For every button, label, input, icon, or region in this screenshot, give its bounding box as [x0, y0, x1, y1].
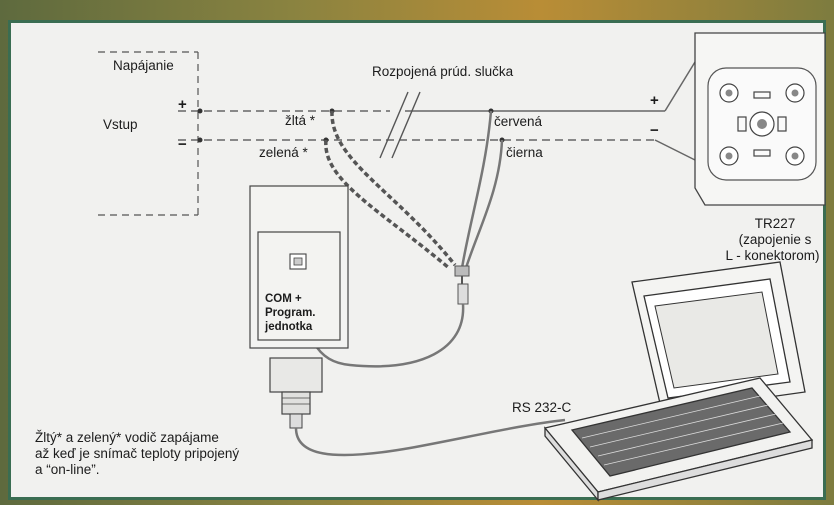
- junction-dots: [197, 108, 505, 143]
- rs232-label: RS 232-C: [512, 400, 572, 415]
- tr227-subtitle-line2: (zapojenie s: [738, 232, 812, 247]
- laptop-computer: [543, 261, 814, 502]
- loop-break-mark: [379, 91, 421, 159]
- wire-connector-plug: [454, 265, 470, 305]
- yellow-wire-label: žltá *: [285, 113, 316, 128]
- note-line1: Žltý* a zelený* vodič zapájame: [35, 430, 219, 445]
- tr227-title: TR227: [754, 216, 796, 231]
- red-wire-label: červená: [494, 114, 543, 129]
- rs232-cable: [294, 418, 566, 457]
- power-supply-box: [98, 51, 199, 216]
- loop-minus-sign: −: [650, 122, 659, 139]
- yellow-green-wires: [324, 110, 457, 270]
- tr227-subtitle-line3: L - konektorom): [725, 248, 820, 263]
- open-loop-label: Rozpojená prúd. slučka: [372, 64, 514, 79]
- loop-plus-sign: +: [650, 92, 659, 109]
- com-unit-label-line1: COM +: [265, 293, 302, 305]
- com-unit-label-line3: jednotka: [265, 321, 313, 333]
- tr227-transmitter: [694, 32, 826, 206]
- note-line2: až keď je snímač teploty pripojený: [35, 446, 240, 461]
- negative-loop-wire: [178, 139, 696, 161]
- power-supply-label: Napájanie: [113, 58, 174, 73]
- com-program-unit: [249, 185, 349, 429]
- note-line3: a “on-line”.: [35, 462, 100, 477]
- red-black-wires: [460, 110, 504, 269]
- positive-loop-wire: [178, 61, 696, 112]
- black-wire-label: čierna: [506, 145, 543, 160]
- com-unit-label-line2: Program.: [265, 307, 316, 319]
- input-plus-sign: +: [178, 96, 187, 113]
- green-wire-label: zelená *: [259, 145, 308, 160]
- input-minus-sign: −: [178, 136, 187, 153]
- input-label: Vstup: [103, 117, 138, 132]
